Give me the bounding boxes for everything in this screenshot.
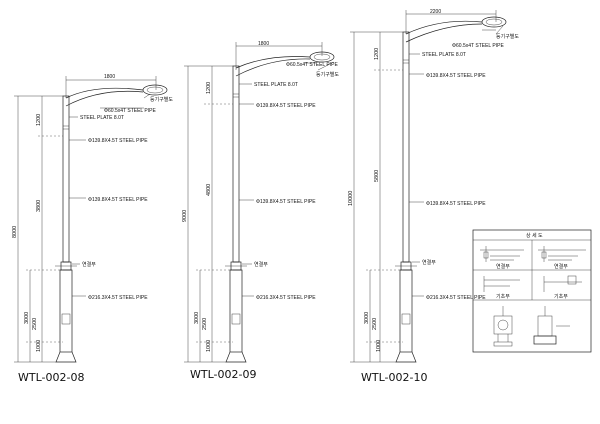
plate-label: STEEL PLATE 8.0T	[80, 115, 124, 121]
detail-joint-b: 연결부	[538, 246, 586, 270]
pole-wtl-002-08: 1800 8000 1200 3800 3000 2500 1000 등기	[12, 74, 173, 384]
upper-pipe-label: Φ139.8X4.5T STEEL PIPE	[426, 73, 486, 79]
access-door	[401, 313, 411, 325]
base-pipe-label: Φ216.3X4.5T STEEL PIPE	[88, 295, 148, 301]
shaft-pipe-label: Φ139.8X4.5T STEEL PIPE	[256, 199, 316, 205]
lower-height-dim: 2500	[372, 318, 378, 330]
joint-label: 연결부	[254, 261, 268, 268]
pole-base	[399, 269, 413, 353]
joint-label: 연결부	[422, 259, 436, 266]
model-name: WTL-002-10	[361, 371, 427, 384]
arm-pipe-label: Φ60.5x4T STEEL PIPE	[452, 43, 504, 49]
detail-base-plan	[493, 306, 513, 347]
base-height-dim: 3000	[24, 312, 30, 324]
plate-label: STEEL PLATE 8.0T	[254, 82, 298, 88]
base-pipe-label: Φ216.3X4.5T STEEL PIPE	[426, 295, 486, 301]
pole-shaft	[232, 65, 240, 263]
foot-height-dim: 1000	[376, 340, 382, 352]
pole-wtl-002-09: 1800 9000 1200 4800 3000 2500 1000 Φ60.5…	[182, 41, 339, 381]
detail-base-b: 기초부	[543, 275, 582, 300]
luminaire-label: 등기구별도	[150, 96, 173, 103]
lower-height-dim: 2500	[32, 318, 38, 330]
luminaire	[481, 16, 507, 28]
mid-height-dim: 3800	[36, 200, 42, 212]
arm-reach-dim: 2200	[430, 9, 441, 15]
detail-base-a: 기초부	[483, 276, 520, 300]
lower-height-dim: 2500	[202, 318, 208, 330]
svg-text:연결부: 연결부	[554, 263, 568, 270]
access-door	[231, 313, 241, 325]
total-height-dim: 9000	[182, 210, 188, 222]
foot-height-dim: 1000	[36, 340, 42, 352]
model-name: WTL-002-08	[18, 371, 84, 384]
shaft-pipe-label: Φ139.8X4.5T STEEL PIPE	[426, 201, 486, 207]
foot-height-dim: 1000	[206, 340, 212, 352]
pole-base	[229, 269, 243, 353]
detail-panel: 상 세 도 연결부 연결부 기초부	[472, 229, 592, 353]
luminaire-label: 등기구별도	[496, 33, 519, 40]
luminaire	[142, 84, 168, 96]
pole-base	[59, 269, 73, 353]
arm-pipe-label: Φ60.5x4T STEEL PIPE	[286, 62, 338, 68]
upper-pipe-label: Φ139.8X4.5T STEEL PIPE	[256, 103, 316, 109]
upper-height-dim: 1200	[36, 114, 42, 126]
total-height-dim: 8000	[12, 226, 18, 238]
detail-title: 상 세 도	[526, 232, 543, 239]
upper-pipe-label: Φ139.8X4.5T STEEL PIPE	[88, 138, 148, 144]
detail-base-section	[533, 306, 570, 345]
base-pipe-label: Φ216.3X4.5T STEEL PIPE	[256, 295, 316, 301]
plate-label: STEEL PLATE 8.0T	[422, 52, 466, 58]
access-door	[61, 313, 71, 325]
base-height-dim: 3000	[194, 312, 200, 324]
total-height-dim: 10000	[348, 191, 354, 206]
upper-height-dim: 1200	[374, 48, 380, 60]
pole-shaft	[62, 95, 70, 263]
detail-joint-a: 연결부	[480, 246, 524, 270]
base-height-dim: 3000	[364, 312, 370, 324]
arm-reach-dim: 1800	[258, 41, 269, 47]
mid-height-dim: 4800	[206, 184, 212, 196]
svg-text:기초부: 기초부	[554, 293, 568, 300]
mid-height-dim: 5800	[374, 170, 380, 182]
luminaire-label: 등기구별도	[316, 71, 339, 78]
detail-frame	[472, 229, 592, 353]
arm-pipe-label: Φ60.5x4T STEEL PIPE	[104, 108, 156, 114]
pole-wtl-002-10: 2200 10000 1200 5800 3000 2500 1000 Φ60.…	[348, 9, 519, 384]
svg-text:연결부: 연결부	[496, 263, 510, 270]
pole-shaft	[402, 31, 410, 263]
joint-label: 연결부	[82, 261, 96, 268]
upper-height-dim: 1200	[206, 82, 212, 94]
arm-reach-dim: 1800	[104, 74, 115, 80]
model-name: WTL-002-09	[190, 368, 256, 381]
shaft-pipe-label: Φ139.8X4.5T STEEL PIPE	[88, 197, 148, 203]
svg-text:기초부: 기초부	[496, 293, 510, 300]
